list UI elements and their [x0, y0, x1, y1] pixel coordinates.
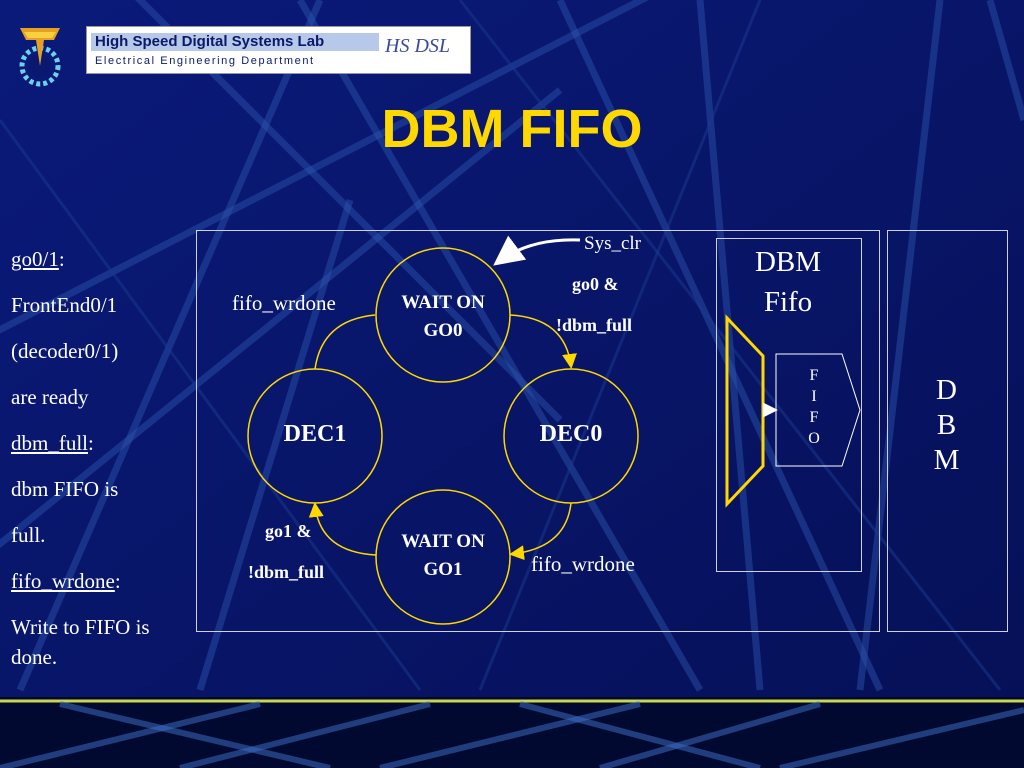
- state-dec0: DEC0: [539, 421, 603, 447]
- go0-condition-line1: go0 &: [572, 274, 619, 294]
- dbm-letter: B: [936, 409, 957, 441]
- lab-name: High Speed Digital Systems Lab: [91, 33, 379, 51]
- dbm-fifo-title-line1: DBM: [754, 246, 822, 278]
- reset-arrow: [493, 235, 581, 266]
- go-definition-term: go0/1:: [11, 247, 65, 271]
- transition-arc-go1: [308, 502, 377, 556]
- wrdone-definition-term: fifo_wrdone:: [11, 569, 121, 593]
- fifo-wrdone-label-bottom: fifo_wrdone: [531, 552, 635, 576]
- lab-banner: High Speed Digital Systems Lab Electrica…: [86, 26, 471, 74]
- definitions-list: go0/1: FrontEnd0/1 (decoder0/1) are read…: [11, 236, 181, 672]
- mux-shape: [725, 314, 765, 508]
- transition-arc-wrdone-top: [314, 314, 376, 370]
- fifo-shape: [775, 353, 861, 467]
- go-definition-line: (decoder0/1): [11, 339, 119, 363]
- sys-clr-label: Sys_clr: [584, 233, 641, 254]
- dbm-fifo-box: [716, 238, 862, 572]
- fifo-letters: F I F O: [796, 365, 832, 449]
- university-logo: [19, 28, 61, 87]
- dbm-letters: D B M: [887, 373, 1006, 478]
- dbm-letter: D: [936, 374, 957, 406]
- lab-mark: HS DSL: [385, 35, 451, 57]
- dbm-box: [887, 230, 1008, 632]
- slide-title: DBM FIFO: [381, 99, 643, 159]
- dbm-fifo-title-line2: Fifo: [763, 286, 813, 318]
- go1-condition-line1: go1 &: [265, 521, 312, 541]
- go-definition-line: FrontEnd0/1: [11, 293, 118, 317]
- fifo-wrdone-label-top: fifo_wrdone: [232, 291, 336, 315]
- fifo-letter: I: [811, 388, 817, 405]
- full-definition-line: dbm FIFO is: [11, 477, 119, 501]
- go0-condition-line2: !dbm_full: [556, 315, 633, 335]
- full-definition-term: dbm_full:: [11, 431, 94, 455]
- fifo-letter: F: [809, 409, 819, 426]
- go1-condition-line2: !dbm_full: [248, 562, 325, 582]
- fifo-letter: F: [809, 367, 819, 384]
- state-dec1: DEC1: [283, 421, 347, 447]
- fsm-box: [196, 230, 880, 632]
- transition-arc-go0: [509, 314, 577, 369]
- fifo-letter: O: [808, 430, 820, 447]
- department-name: Electrical Engineering Department: [95, 55, 315, 67]
- wrdone-definition-line: Write to FIFO is done.: [11, 615, 150, 669]
- go-definition-line: are ready: [11, 385, 89, 409]
- state-wait-go0: WAIT ON GO0: [401, 292, 485, 341]
- dbm-letter: M: [933, 444, 960, 476]
- state-wait-go1: WAIT ON GO1: [401, 531, 485, 580]
- full-definition-line: full.: [11, 523, 46, 547]
- transition-arc-wrdone-bottom: [509, 502, 572, 561]
